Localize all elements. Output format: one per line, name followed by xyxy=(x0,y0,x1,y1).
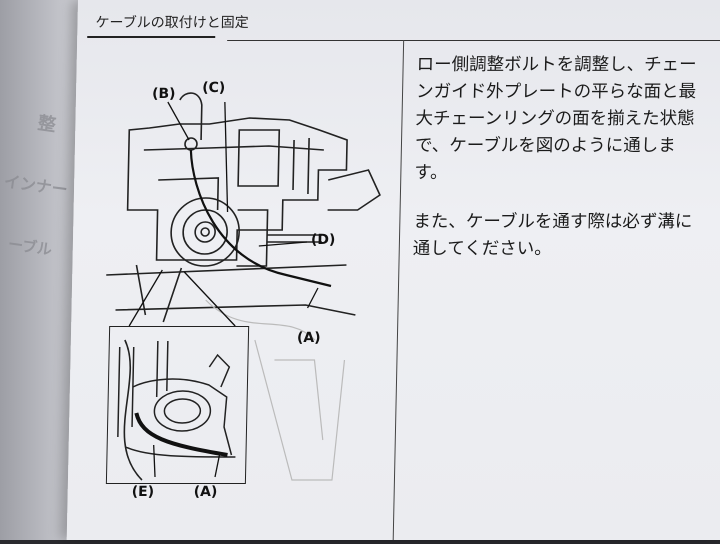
ghost-text-3: ーブル xyxy=(6,235,54,259)
ghost-text-2: インナー xyxy=(2,171,69,200)
section-title: ケーブルの取付けと固定 xyxy=(95,15,249,31)
column-divider xyxy=(392,40,405,540)
paragraph-1-line-4: で、ケーブルを図のように通しま xyxy=(414,136,676,156)
top-rule xyxy=(227,40,720,41)
callout-d: (D) xyxy=(310,232,336,248)
callout-a-main: (A) xyxy=(296,330,321,346)
paragraph-1-line-3: 大チェーンリングの面を揃えた状態 xyxy=(415,109,695,129)
detail-inset-drawing xyxy=(117,341,236,478)
paragraph-2-line-2: 通してください。 xyxy=(412,239,552,259)
paragraph-1-line-5: す。 xyxy=(414,163,448,183)
title-underline xyxy=(87,36,216,38)
detail-inset xyxy=(105,326,250,484)
callout-a-inset: (A) xyxy=(193,484,218,500)
manual-page: ケーブルの取付けと固定 xyxy=(66,0,720,540)
callout-e: (E) xyxy=(131,484,155,500)
paragraph-gap xyxy=(414,187,720,209)
callout-c: (C) xyxy=(201,80,226,96)
paragraph-2-line-1: また、ケーブルを通す際は必ず溝に xyxy=(413,212,693,232)
ghost-text-1: 整 xyxy=(36,112,58,137)
paragraph-1-line-2: ンガイド外プレートの平らな面と最 xyxy=(415,82,697,102)
derailleur-drawing xyxy=(106,92,381,481)
paragraph-1-line-1: ロー側調整ボルトを調整し、チェー xyxy=(416,55,697,75)
callout-b: (B) xyxy=(151,86,176,102)
instruction-text: ロー側調整ボルトを調整し、チェー ンガイド外プレートの平らな面と最 大チェーンリ… xyxy=(412,52,720,263)
derailleur-figure: (B) (C) (D) (A) (E) (A) xyxy=(81,60,391,540)
